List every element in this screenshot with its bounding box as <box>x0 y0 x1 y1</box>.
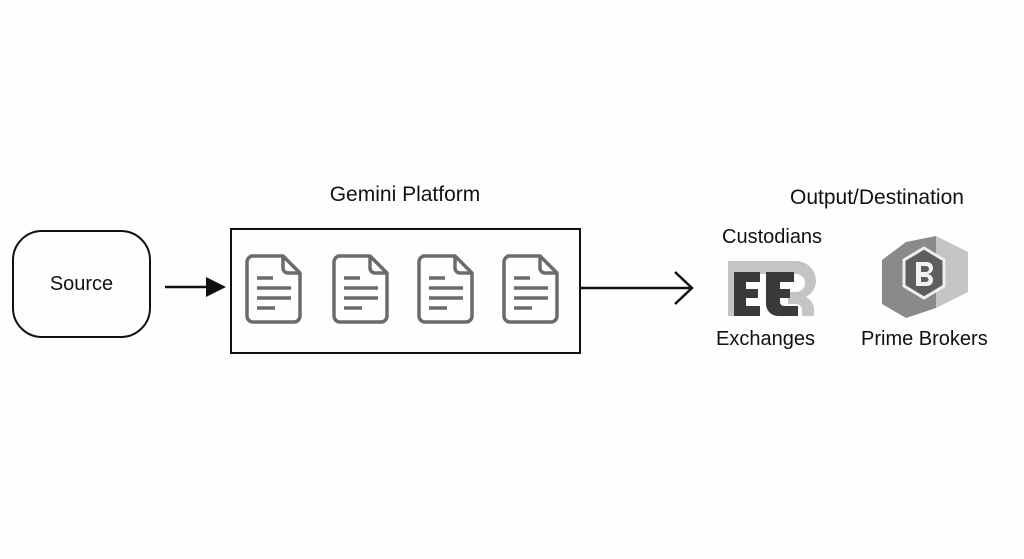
hexagon-b-icon <box>882 236 968 318</box>
source-label: Source <box>49 272 114 295</box>
platform-box <box>230 228 581 354</box>
prime-brokers-label: Prime Brokers <box>861 328 988 350</box>
source-node: Source <box>12 230 151 338</box>
document-icon <box>502 254 559 324</box>
exchange-logo-icon <box>728 261 816 316</box>
platform-title: Gemini Platform <box>329 183 481 206</box>
document-icon <box>245 254 302 324</box>
exchanges-label: Exchanges <box>716 328 815 350</box>
document-icon <box>332 254 389 324</box>
destination-title: Output/Destination <box>790 186 964 209</box>
custodians-label: Custodians <box>722 226 823 248</box>
document-icon <box>417 254 474 324</box>
